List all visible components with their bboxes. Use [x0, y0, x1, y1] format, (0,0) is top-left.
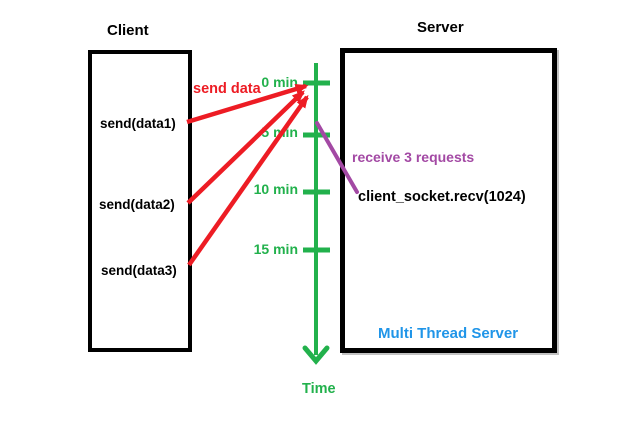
- send-data1-label: send(data1): [100, 116, 176, 131]
- client-title: Client: [107, 22, 149, 39]
- timeline-down-arrowhead-icon: [302, 345, 330, 365]
- receive-requests-annotation: receive 3 requests: [352, 149, 475, 165]
- server-title: Server: [417, 19, 464, 36]
- recv-call-label: client_socket.recv(1024): [358, 189, 526, 205]
- send-data-annotation: send data: [193, 81, 261, 97]
- tick-label-5min: 5 min: [261, 124, 298, 140]
- time-axis-label: Time: [302, 381, 336, 397]
- multi-thread-server-caption: Multi Thread Server: [378, 325, 519, 342]
- server-box: [340, 48, 557, 353]
- send-data2-label: send(data2): [99, 197, 175, 212]
- tick-label-15min: 15 min: [253, 241, 298, 257]
- tick-label-10min: 10 min: [253, 181, 298, 197]
- send-data3-label: send(data3): [101, 263, 177, 278]
